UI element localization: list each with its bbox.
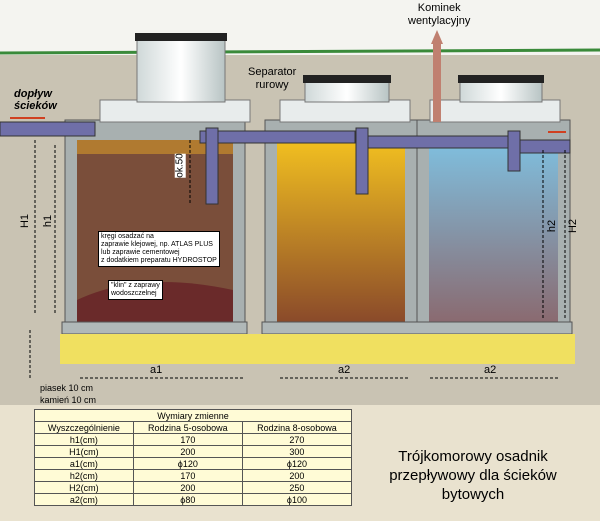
inflow-pipe — [0, 121, 96, 137]
manhole-1 — [136, 37, 226, 103]
chamber-3 — [429, 140, 558, 322]
a2-label-2: a2 — [484, 364, 497, 376]
sand-bed — [60, 334, 575, 364]
header-cell: Rodzina 5-osobowa — [132, 421, 243, 434]
manhole-3 — [459, 79, 543, 103]
manhole-2 — [304, 79, 390, 103]
header-cell: Wyszczególnienie — [34, 421, 134, 434]
h1-label: h1 — [42, 214, 55, 228]
stone-label: kamień 10 cm — [40, 395, 97, 405]
ground-surface — [0, 48, 600, 55]
outflow-pipe — [519, 139, 571, 154]
table-caption: Wymiary zmienne — [34, 409, 352, 422]
chamber-2 — [277, 140, 405, 322]
separator-pipe-1 — [205, 127, 219, 205]
ok50-label: ok.50 — [174, 153, 186, 178]
header-cell: Rodzina 8-osobowa — [241, 421, 353, 434]
H1-label: H1 — [19, 213, 32, 229]
separator-pipe-2 — [355, 127, 369, 195]
a2-label: a2 — [338, 364, 351, 376]
vent-pipe — [433, 44, 441, 122]
H2-label: H2 — [567, 218, 580, 234]
diagram-title: Trójkomorowy osadnik przepływowy dla ści… — [389, 448, 557, 503]
a1-label: a1 — [150, 364, 163, 376]
h2-label: h2 — [546, 219, 559, 233]
sand-label: piasek 10 cm — [40, 383, 94, 393]
